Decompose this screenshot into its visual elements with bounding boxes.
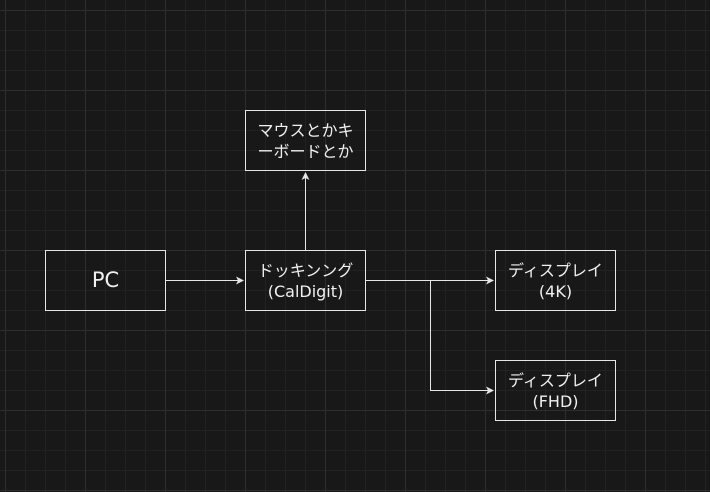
edge-docking-to-display-fhd[interactable] <box>430 280 494 395</box>
node-mouse-keyboard[interactable]: マウスとかキ ーボードとか <box>245 110 366 171</box>
node-mouse-keyboard-label-line2: ーボードとか <box>257 141 354 161</box>
node-mouse-keyboard-label-line1: マウスとかキ <box>257 120 354 140</box>
node-display-fhd-label-line1: ディスプレイ <box>508 370 603 390</box>
node-display-fhd-label-line2: (FHD) <box>532 391 579 411</box>
node-pc[interactable]: PC <box>45 250 166 311</box>
node-docking-station[interactable]: ドッキンング (CalDigit) <box>245 250 366 311</box>
node-display-4k-label-line1: ディスプレイ <box>508 260 603 280</box>
node-docking-label-line1: ドッキンング <box>257 260 354 280</box>
node-display-4k[interactable]: ディスプレイ (4K) <box>495 250 616 311</box>
node-docking-label-line2: (CalDigit) <box>267 281 344 301</box>
node-pc-label: PC <box>91 268 120 292</box>
node-display-4k-label-line2: (4K) <box>538 281 573 301</box>
node-display-fhd[interactable]: ディスプレイ (FHD) <box>495 360 616 421</box>
